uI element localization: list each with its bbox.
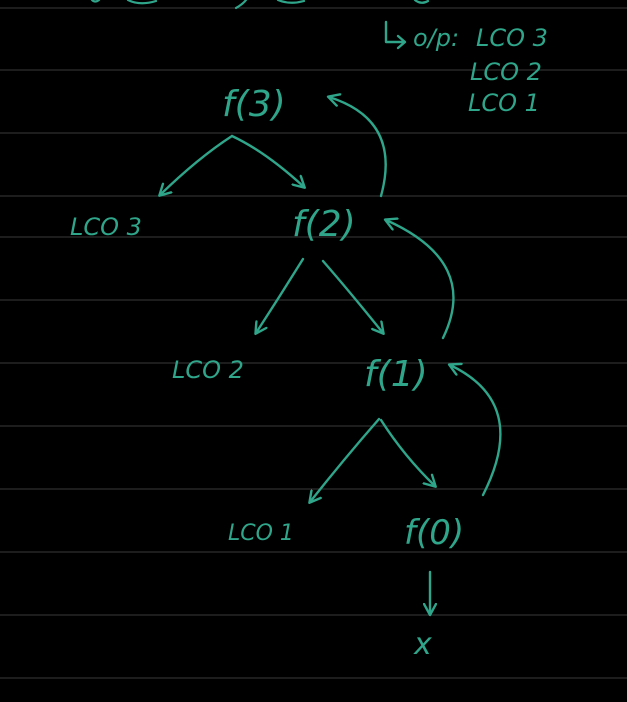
ink-fragment bbox=[413, 0, 430, 4]
node-lco1: LCO 1 bbox=[228, 521, 294, 546]
output-note: o/p: LCO 3 LCO 2 LCO 1 bbox=[384, 20, 548, 117]
edge-f2-to-f1 bbox=[321, 259, 383, 333]
output-line-1: LCO 3 bbox=[476, 24, 548, 52]
node-lco3: LCO 3 bbox=[70, 213, 142, 241]
node-f0: f(0) bbox=[404, 513, 464, 553]
ink-fragment bbox=[90, 0, 101, 3]
node-f3: f(3) bbox=[222, 84, 286, 125]
return-f1-to-f2 bbox=[386, 220, 455, 340]
return-f0-to-f1 bbox=[450, 365, 502, 497]
return-f2-to-f3 bbox=[329, 97, 387, 198]
edge-f3-to-f2 bbox=[230, 134, 304, 187]
output-line-3: LCO 1 bbox=[468, 89, 540, 117]
edge-f1-to-lco1 bbox=[310, 417, 381, 502]
ruled-lines bbox=[0, 7, 627, 679]
ink-fragment bbox=[276, 0, 306, 4]
call-edges bbox=[160, 134, 435, 614]
node-f2: f(2) bbox=[292, 204, 356, 245]
node-x: x bbox=[413, 627, 432, 662]
edge-f1-to-f0 bbox=[379, 418, 435, 486]
ink-fragment bbox=[234, 0, 248, 10]
node-lco2: LCO 2 bbox=[172, 356, 244, 384]
edge-f3-to-lco3 bbox=[160, 134, 234, 195]
return-arcs bbox=[329, 97, 502, 497]
output-label: o/p: bbox=[413, 24, 459, 52]
node-f1: f(1) bbox=[364, 354, 428, 395]
tree-nodes: f(3) LCO 3 f(2) LCO 2 f(1) LCO 1 f(0) x bbox=[70, 84, 464, 662]
output-line-2: LCO 2 bbox=[470, 58, 542, 86]
ink-fragment bbox=[126, 0, 158, 5]
cropped-ink-fragments bbox=[90, 0, 430, 10]
edge-f2-to-lco2 bbox=[256, 257, 305, 333]
hooked-arrow-icon bbox=[384, 20, 407, 50]
